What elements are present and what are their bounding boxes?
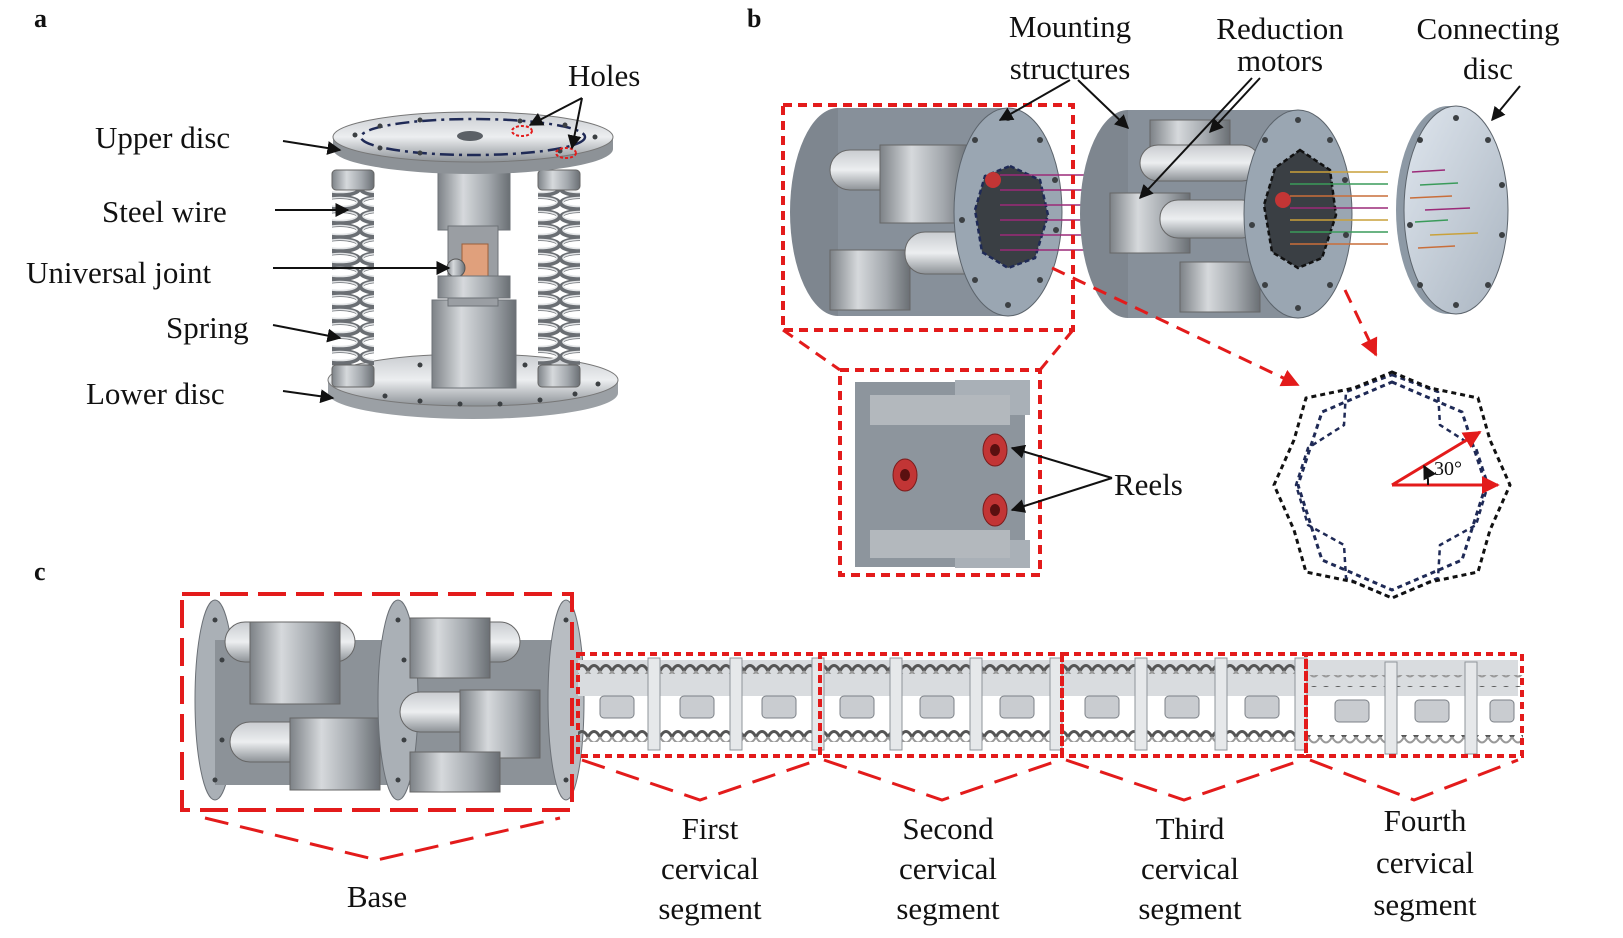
label-seg1-line1: First [681, 811, 739, 846]
label-seg4-line2: cervical [1375, 845, 1475, 880]
panel-c-full-neck [180, 592, 1524, 862]
label-seg1-line3: segment [658, 891, 762, 926]
label-steel-wire: Steel wire [102, 194, 227, 229]
panel-a-joint-model [272, 97, 619, 419]
label-seg2-line1: Second [902, 811, 994, 846]
label-mounting-line1: Mounting [1008, 9, 1132, 44]
label-seg4-line1: Fourth [1383, 803, 1467, 838]
label-connecting-line2: disc [1463, 51, 1513, 86]
label-seg2-line3: segment [896, 891, 1000, 926]
panel-letter-a: a [34, 4, 47, 33]
label-seg2-line2: cervical [898, 851, 998, 886]
panel-letter-c: c [34, 557, 46, 586]
label-universal-joint: Universal joint [26, 255, 212, 290]
reel-icons [892, 433, 1008, 527]
panel-letter-b: b [747, 4, 762, 33]
label-reduction-line1: Reduction [1216, 11, 1344, 46]
cervical-chain [578, 657, 1523, 755]
label-seg3-line3: segment [1138, 891, 1242, 926]
label-reduction-line2: motors [1236, 43, 1324, 78]
hexagon-star-diagram [1272, 370, 1512, 600]
label-base: Base [346, 879, 408, 914]
label-angle: 30° [1434, 458, 1462, 480]
panel-b-base-modules [781, 77, 1521, 600]
label-spring: Spring [166, 310, 249, 345]
label-connecting-line1: Connecting [1416, 11, 1560, 46]
label-lower-disc: Lower disc [86, 376, 225, 411]
label-upper-disc: Upper disc [95, 120, 231, 155]
label-seg3-line2: cervical [1140, 851, 1240, 886]
label-mounting-line2: structures [1009, 51, 1131, 86]
label-seg3-line1: Third [1155, 811, 1225, 846]
label-reels: Reels [1114, 467, 1183, 502]
label-seg1-line2: cervical [660, 851, 760, 886]
label-holes: Holes [568, 58, 641, 93]
label-seg4-line3: segment [1373, 887, 1477, 922]
